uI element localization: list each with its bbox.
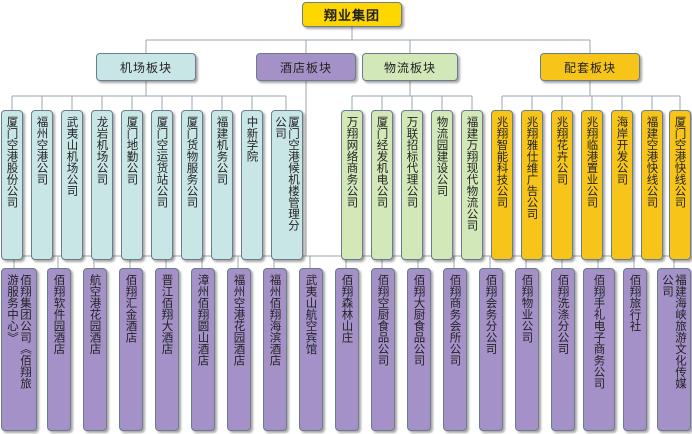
- hotel-unit: 佰翔会务分公司: [479, 268, 503, 431]
- hotel-unit-label: 漳州佰翔圆山酒店: [196, 274, 211, 366]
- hotel-unit-label: 武夷山航空宾馆: [304, 274, 319, 355]
- airport-unit-label: 厦门地勤公司: [125, 116, 140, 185]
- hotel-unit-subname: 《佰翔旅游服务中心》: [6, 274, 33, 389]
- airport-unit-label: 龙岩机场公司: [95, 116, 110, 185]
- airport-unit-label: 福州空港公司: [35, 116, 50, 185]
- support-unit-label: 兆翔雅仕维广告公司: [525, 116, 540, 220]
- hotel-unit: 佰翔商务会所公司: [443, 268, 467, 431]
- dept-airport: 机场板块: [96, 53, 196, 81]
- hotel-unit: 佰翔物业公司: [515, 268, 539, 431]
- logistics-unit: 万翔网络商务公司: [341, 110, 363, 260]
- support-unit: 兆翔花卉公司: [551, 110, 573, 260]
- hotel-unit-label: 佰翔洗涤分公司: [556, 274, 571, 355]
- hotel-unit-label: 晋江佰翔大酒店: [160, 274, 175, 355]
- logistics-unit-label: 万联招标代理公司: [405, 116, 420, 208]
- support-unit: 福建空港快线公司: [641, 110, 663, 260]
- root-node: 翔业集团: [302, 2, 402, 27]
- airport-unit-label: 武夷山机场公司: [65, 116, 80, 197]
- dept-airport-label: 机场板块: [119, 60, 172, 75]
- hotel-unit-label: 佰翔物业公司: [520, 274, 535, 343]
- logistics-unit: 万联招标代理公司: [401, 110, 423, 260]
- hotel-unit-label: 佰翔会务分公司: [484, 274, 499, 355]
- airport-unit: 武夷山机场公司: [61, 110, 83, 260]
- airport-unit: 厦门地勤公司: [121, 110, 143, 260]
- airport-unit: 中新学院: [241, 110, 263, 260]
- hotel-unit: 晋江佰翔大酒店: [155, 268, 179, 431]
- support-unit-label: 兆翔花卉公司: [555, 116, 570, 185]
- hotel-unit: 福建海峡旅游文化传媒公司: [657, 268, 691, 431]
- support-unit: 兆翔雅仕维广告公司: [521, 110, 543, 260]
- airport-unit: 厦门空港股份公司: [1, 110, 23, 260]
- support-unit: 兆翔临港置业公司: [581, 110, 603, 260]
- hotel-unit-label: 佰翔商务会所公司: [448, 274, 463, 366]
- hotel-unit: 佰翔空厨食品公司: [371, 268, 395, 431]
- support-unit: 兆翔智能科技公司: [491, 110, 513, 260]
- hotel-unit-name: 佰翔集团公司: [19, 274, 33, 343]
- hotel-unit: 佰翔森林山庄: [335, 268, 359, 431]
- hotel-unit: 福州佰翔海滨酒店: [263, 268, 287, 431]
- support-unit: 海岸开发公司: [611, 110, 633, 260]
- hotel-unit-label: 佰翔空厨食品公司: [376, 274, 391, 366]
- support-unit-label: 兆翔智能科技公司: [495, 116, 510, 208]
- hotel-unit-label: 福州佰翔海滨酒店: [268, 274, 283, 366]
- airport-unit-label: 厦门空运货站公司: [155, 116, 170, 208]
- hotel-unit-label: 福建海峡旅游文化传媒公司: [661, 274, 688, 389]
- airport-unit: 厦门空港候机楼管理分公司: [271, 110, 303, 260]
- hotel-unit: 航空港花园酒店: [83, 268, 107, 431]
- dept-support-label: 配套板块: [563, 60, 616, 75]
- support-unit-label: 福建空港快线公司: [645, 116, 660, 208]
- hotel-unit-label: 佰翔软件园酒店: [52, 274, 67, 355]
- dept-support: 配套板块: [540, 53, 640, 81]
- logistics-unit-label: 万翔网络商务公司: [345, 116, 360, 208]
- hotel-unit-label: 佰翔手礼电子商务公司: [592, 274, 607, 389]
- dept-logistics: 物流板块: [362, 53, 458, 81]
- dept-logistics-label: 物流板块: [383, 60, 436, 75]
- hotel-unit-label: 福州空港花园酒店: [232, 274, 247, 366]
- logistics-unit-label: 物流园建设公司: [435, 116, 450, 197]
- hotel-unit: 福州空港花园酒店: [227, 268, 251, 431]
- support-unit-label: 厦门空港快线公司: [673, 116, 688, 208]
- airport-unit: 福州空港公司: [31, 110, 53, 260]
- support-unit-label: 海岸开发公司: [615, 116, 630, 185]
- hotel-unit-label: 佰翔森林山庄: [340, 274, 355, 343]
- airport-unit-label: 厦门空港股份公司: [5, 116, 20, 208]
- hotel-unit: 武夷山航空宾馆: [299, 268, 323, 431]
- hotel-unit-label: 佰翔大厨食品公司: [412, 274, 427, 366]
- airport-unit: 厦门货物服务公司: [181, 110, 203, 260]
- support-unit-label: 兆翔临港置业公司: [585, 116, 600, 208]
- hotel-unit-label: 佰翔旅行社: [628, 274, 643, 332]
- airport-unit: 厦门空运货站公司: [151, 110, 173, 260]
- root-label: 翔业集团: [323, 9, 380, 24]
- support-unit: 厦门空港快线公司: [669, 110, 691, 260]
- hotel-unit: 佰翔洗涤分公司: [551, 268, 575, 431]
- logistics-unit: 福建万翔现代物流公司: [461, 110, 483, 260]
- hotel-unit-label: 佰翔汇金酒店: [124, 274, 139, 343]
- airport-unit-label: 厦门空港候机楼管理分公司: [274, 116, 301, 231]
- hotel-unit: 佰翔手礼电子商务公司: [583, 268, 615, 431]
- hotel-unit-group-company: 佰翔集团公司《佰翔旅游服务中心》: [1, 268, 37, 431]
- airport-unit-label: 厦门货物服务公司: [185, 116, 200, 208]
- airport-unit-label: 中新学院: [245, 116, 260, 162]
- airport-unit-label: 福建机务公司: [215, 116, 230, 185]
- logistics-unit-label: 福建万翔现代物流公司: [465, 116, 480, 231]
- hotel-unit-label: 佰翔集团公司《佰翔旅游服务中心》: [6, 274, 33, 390]
- airport-unit: 龙岩机场公司: [91, 110, 113, 260]
- hotel-unit: 佰翔汇金酒店: [119, 268, 143, 431]
- hotel-unit: 佰翔大厨食品公司: [407, 268, 431, 431]
- logistics-unit-label: 厦门经发机电公司: [375, 116, 390, 208]
- hotel-unit: 漳州佰翔圆山酒店: [191, 268, 215, 431]
- hotel-unit: 佰翔旅行社: [623, 268, 647, 431]
- hotel-unit-label: 航空港花园酒店: [88, 274, 103, 355]
- hotel-unit: 佰翔软件园酒店: [47, 268, 71, 431]
- dept-hotel: 酒店板块: [256, 53, 356, 81]
- dept-hotel-label: 酒店板块: [279, 60, 332, 75]
- logistics-unit: 厦门经发机电公司: [371, 110, 393, 260]
- airport-unit: 福建机务公司: [211, 110, 233, 260]
- logistics-unit: 物流园建设公司: [431, 110, 453, 260]
